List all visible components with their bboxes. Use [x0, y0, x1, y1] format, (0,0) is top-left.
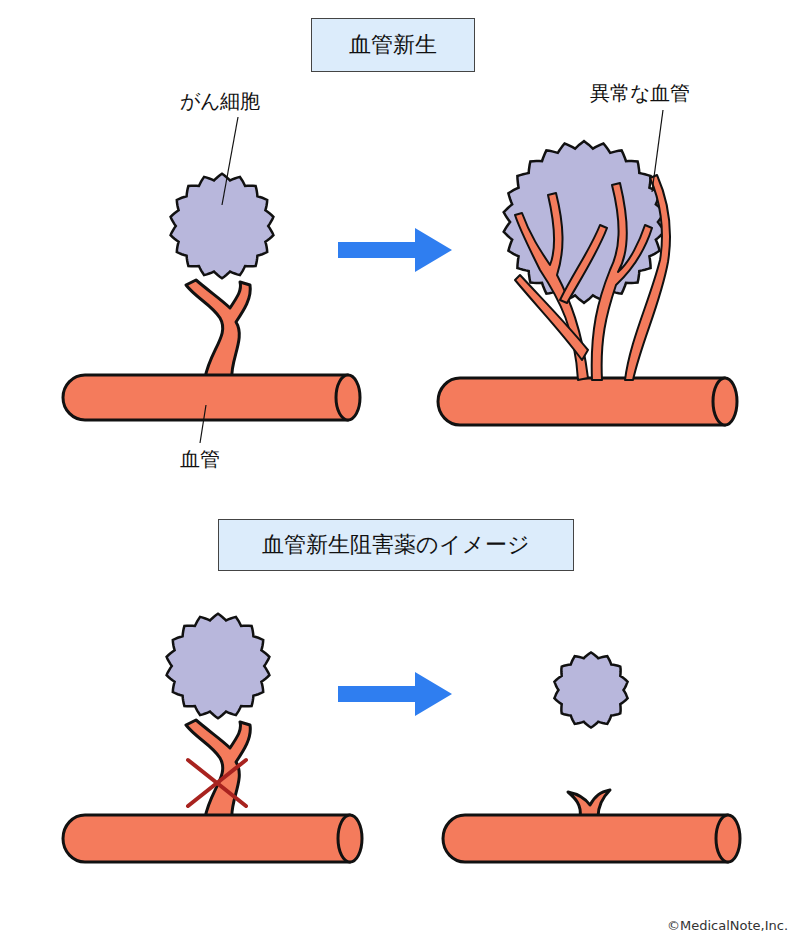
abnormal-vessels: [515, 175, 670, 380]
cancer-cell: [167, 614, 270, 718]
block-cross: [188, 760, 246, 806]
copyright-note: ©MedicalNote,Inc.: [667, 918, 788, 933]
vessel-label: 血管: [180, 446, 220, 473]
title-box: 血管新生: [311, 18, 475, 72]
vessel-sprout: [186, 280, 250, 378]
cell-label: がん細胞: [180, 88, 260, 115]
cancer-cell: [171, 174, 274, 278]
leader-line: [200, 110, 663, 443]
vessel-end: [716, 815, 740, 862]
cancer-cell: [504, 141, 665, 303]
vessel-end: [338, 815, 362, 862]
process-arrow: [338, 228, 452, 716]
blood-vessel: [63, 375, 348, 420]
vessel-sprout: [186, 720, 250, 818]
blood-vessel: [63, 815, 350, 862]
title-text: 血管新生阻害薬のイメージ: [262, 530, 530, 560]
vessel-end: [713, 378, 737, 425]
title-box: 血管新生阻害薬のイメージ: [218, 519, 574, 571]
blood-vessel: [443, 815, 728, 862]
blood-vessel: [438, 378, 725, 425]
title-text: 血管新生: [349, 30, 437, 60]
vessel-label: 異常な血管: [590, 80, 690, 107]
cancer-cell: [554, 653, 627, 728]
vessel-end: [336, 375, 360, 420]
vessel-sprout: [568, 790, 610, 817]
